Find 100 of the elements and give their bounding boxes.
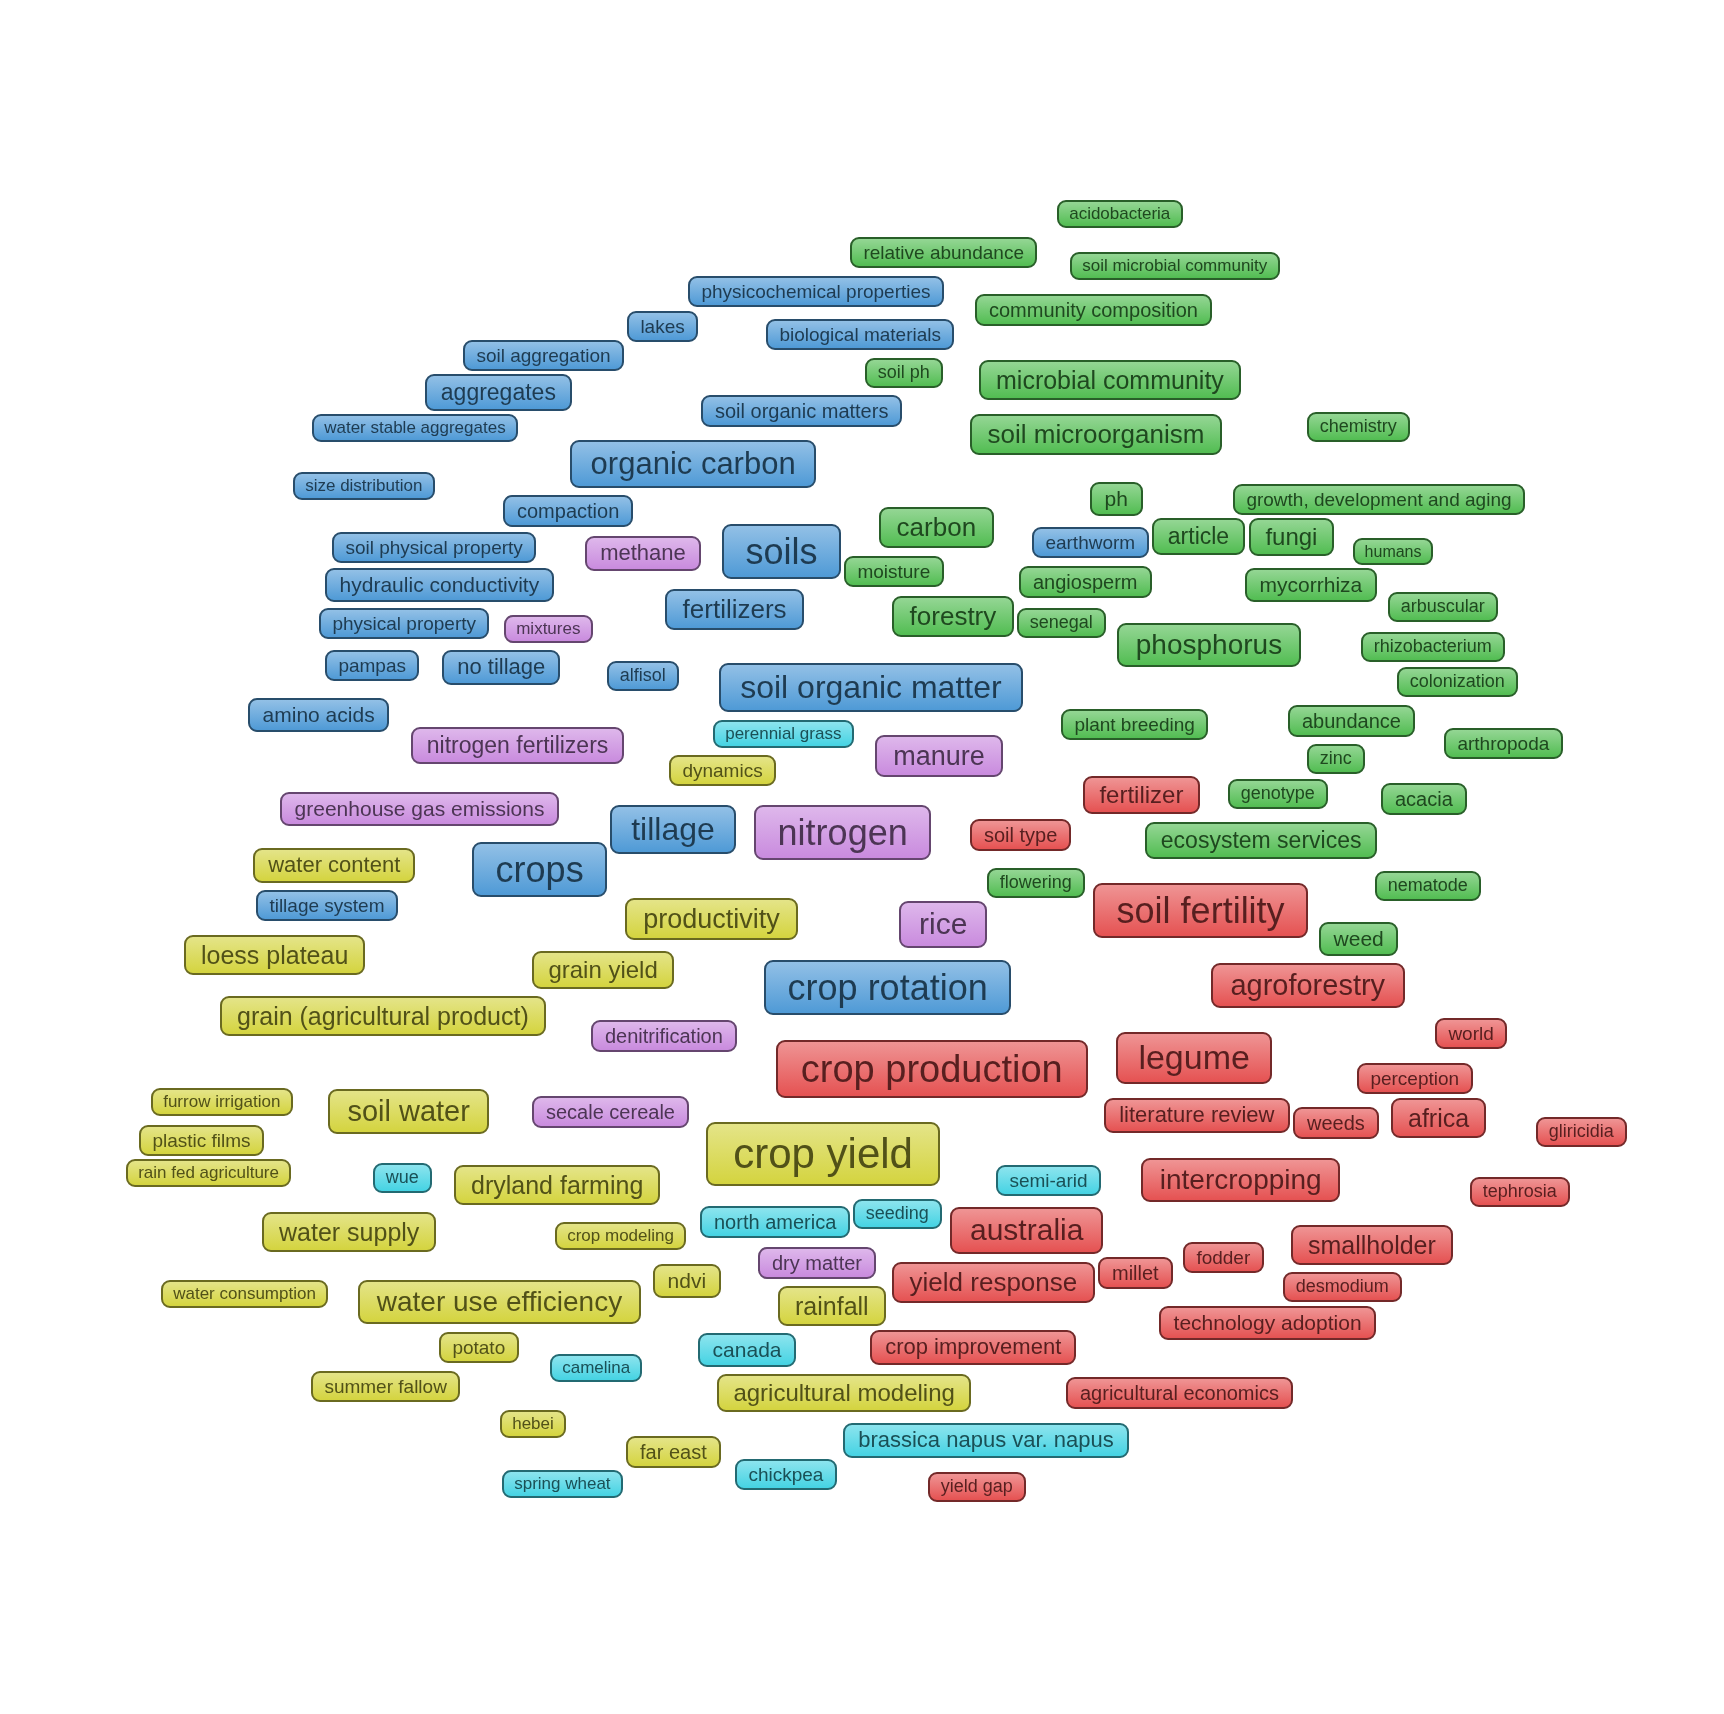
keyword-label: dynamics bbox=[669, 755, 777, 786]
keyword-label: seeding bbox=[853, 1199, 942, 1229]
keyword-label: productivity bbox=[625, 898, 798, 941]
keyword-label: biological materials bbox=[766, 319, 955, 350]
keyword-label: acacia bbox=[1381, 783, 1467, 816]
keyword-label: soil fertility bbox=[1093, 883, 1309, 939]
keyword-label: tephrosia bbox=[1470, 1177, 1570, 1207]
keyword-label: yield response bbox=[892, 1262, 1095, 1303]
keyword-label: water supply bbox=[262, 1212, 437, 1252]
keyword-label: carbon bbox=[879, 507, 994, 548]
keyword-label: tillage bbox=[610, 805, 736, 855]
keyword-label: north america bbox=[700, 1206, 851, 1239]
keyword-label: methane bbox=[585, 536, 701, 572]
keyword-label: loess plateau bbox=[184, 935, 366, 975]
keyword-label: nematode bbox=[1375, 871, 1481, 901]
keyword-label: crop production bbox=[776, 1040, 1088, 1098]
keyword-label: smallholder bbox=[1291, 1225, 1453, 1265]
keyword-label: nitrogen fertilizers bbox=[411, 727, 625, 764]
keyword-label: perception bbox=[1357, 1063, 1473, 1094]
keyword-label: growth, development and aging bbox=[1233, 484, 1525, 515]
keyword-label: soil physical property bbox=[332, 532, 537, 563]
keyword-label: soil aggregation bbox=[463, 340, 624, 371]
keyword-label: world bbox=[1435, 1018, 1508, 1049]
keyword-label: ph bbox=[1090, 482, 1143, 516]
keyword-label: water content bbox=[253, 848, 416, 884]
keyword-label: grain yield bbox=[532, 951, 675, 990]
keyword-label: amino acids bbox=[248, 698, 390, 732]
keyword-label: plant breeding bbox=[1061, 709, 1209, 740]
keyword-label: far east bbox=[626, 1436, 721, 1469]
keyword-label: hebei bbox=[500, 1410, 566, 1439]
keyword-label: rain fed agriculture bbox=[126, 1159, 292, 1188]
keyword-label: literature review bbox=[1104, 1098, 1290, 1134]
keyword-label: grain (agricultural product) bbox=[220, 996, 546, 1036]
keyword-label: plastic films bbox=[139, 1125, 264, 1156]
keyword-label: fodder bbox=[1183, 1242, 1264, 1273]
keyword-label: crops bbox=[472, 842, 608, 898]
keyword-label: perennial grass bbox=[713, 720, 854, 749]
keyword-label: microbial community bbox=[979, 360, 1241, 400]
keyword-label: soil organic matters bbox=[701, 395, 903, 428]
keyword-label: secale cereale bbox=[532, 1096, 689, 1129]
keyword-label: soil microorganism bbox=[970, 414, 1222, 455]
keyword-label: intercropping bbox=[1141, 1158, 1341, 1202]
keyword-label: physical property bbox=[319, 608, 490, 639]
keyword-label: mycorrhiza bbox=[1245, 568, 1377, 602]
keyword-label: denitrification bbox=[591, 1020, 737, 1053]
keyword-label: yield gap bbox=[928, 1472, 1026, 1502]
keyword-label: flowering bbox=[987, 868, 1085, 898]
keyword-label: hydraulic conductivity bbox=[325, 568, 554, 602]
keyword-label: brassica napus var. napus bbox=[843, 1423, 1129, 1459]
keyword-label: zinc bbox=[1307, 744, 1365, 774]
keyword-label: mixtures bbox=[504, 615, 593, 644]
keyword-label: crop modeling bbox=[555, 1222, 687, 1251]
keyword-label: ndvi bbox=[653, 1264, 721, 1298]
keyword-label: soil water bbox=[328, 1089, 490, 1135]
keyword-label: dry matter bbox=[758, 1247, 877, 1280]
keyword-label: furrow irrigation bbox=[151, 1088, 293, 1117]
keyword-label: water consumption bbox=[161, 1280, 329, 1309]
keyword-label: gliricidia bbox=[1536, 1117, 1627, 1147]
keyword-label: earthworm bbox=[1032, 527, 1149, 558]
keyword-label: soils bbox=[722, 524, 842, 580]
keyword-label: relative abundance bbox=[850, 237, 1038, 268]
keyword-label: nitrogen bbox=[754, 805, 932, 861]
keyword-label: semi-arid bbox=[996, 1165, 1101, 1196]
keyword-label: technology adoption bbox=[1159, 1306, 1377, 1340]
keyword-label: arbuscular bbox=[1388, 592, 1498, 622]
keyword-label: forestry bbox=[892, 596, 1014, 637]
keyword-label: water stable aggregates bbox=[312, 414, 518, 443]
keyword-label: wue bbox=[373, 1163, 432, 1193]
keyword-label: colonization bbox=[1397, 667, 1518, 697]
keyword-label: summer fallow bbox=[311, 1371, 461, 1402]
keyword-label: moisture bbox=[844, 556, 944, 587]
keyword-label: weeds bbox=[1293, 1107, 1379, 1140]
keyword-label: tillage system bbox=[256, 890, 398, 921]
keyword-label: genotype bbox=[1228, 779, 1328, 809]
keyword-label: water use efficiency bbox=[358, 1280, 641, 1324]
keyword-label: millet bbox=[1098, 1257, 1173, 1290]
keyword-label: compaction bbox=[503, 495, 634, 528]
keyword-label: soil type bbox=[970, 819, 1072, 852]
keyword-label: manure bbox=[875, 735, 1003, 778]
keyword-label: agricultural modeling bbox=[717, 1374, 972, 1413]
keyword-label: pampas bbox=[325, 650, 420, 681]
keyword-label: article bbox=[1152, 518, 1245, 555]
keyword-label: fertilizers bbox=[665, 589, 805, 630]
keyword-label: agricultural economics bbox=[1066, 1377, 1293, 1410]
keyword-label: rainfall bbox=[778, 1286, 886, 1326]
keyword-label: fungi bbox=[1249, 518, 1334, 557]
keyword-label: dryland farming bbox=[454, 1165, 661, 1205]
keyword-label: spring wheat bbox=[502, 1470, 623, 1499]
keyword-label: acidobacteria bbox=[1057, 200, 1183, 229]
keyword-label: australia bbox=[950, 1207, 1104, 1254]
keyword-label: community composition bbox=[975, 294, 1212, 327]
keyword-label: rice bbox=[899, 901, 988, 948]
keyword-label: humans bbox=[1353, 538, 1434, 565]
keyword-label: soil organic matter bbox=[719, 663, 1023, 713]
keyword-label: soil ph bbox=[865, 358, 943, 388]
keyword-label: phosphorus bbox=[1117, 623, 1301, 667]
keyword-label: greenhouse gas emissions bbox=[280, 792, 559, 826]
keyword-label: no tillage bbox=[442, 650, 561, 686]
keyword-label: size distribution bbox=[293, 472, 435, 501]
keyword-label: canada bbox=[698, 1333, 797, 1367]
